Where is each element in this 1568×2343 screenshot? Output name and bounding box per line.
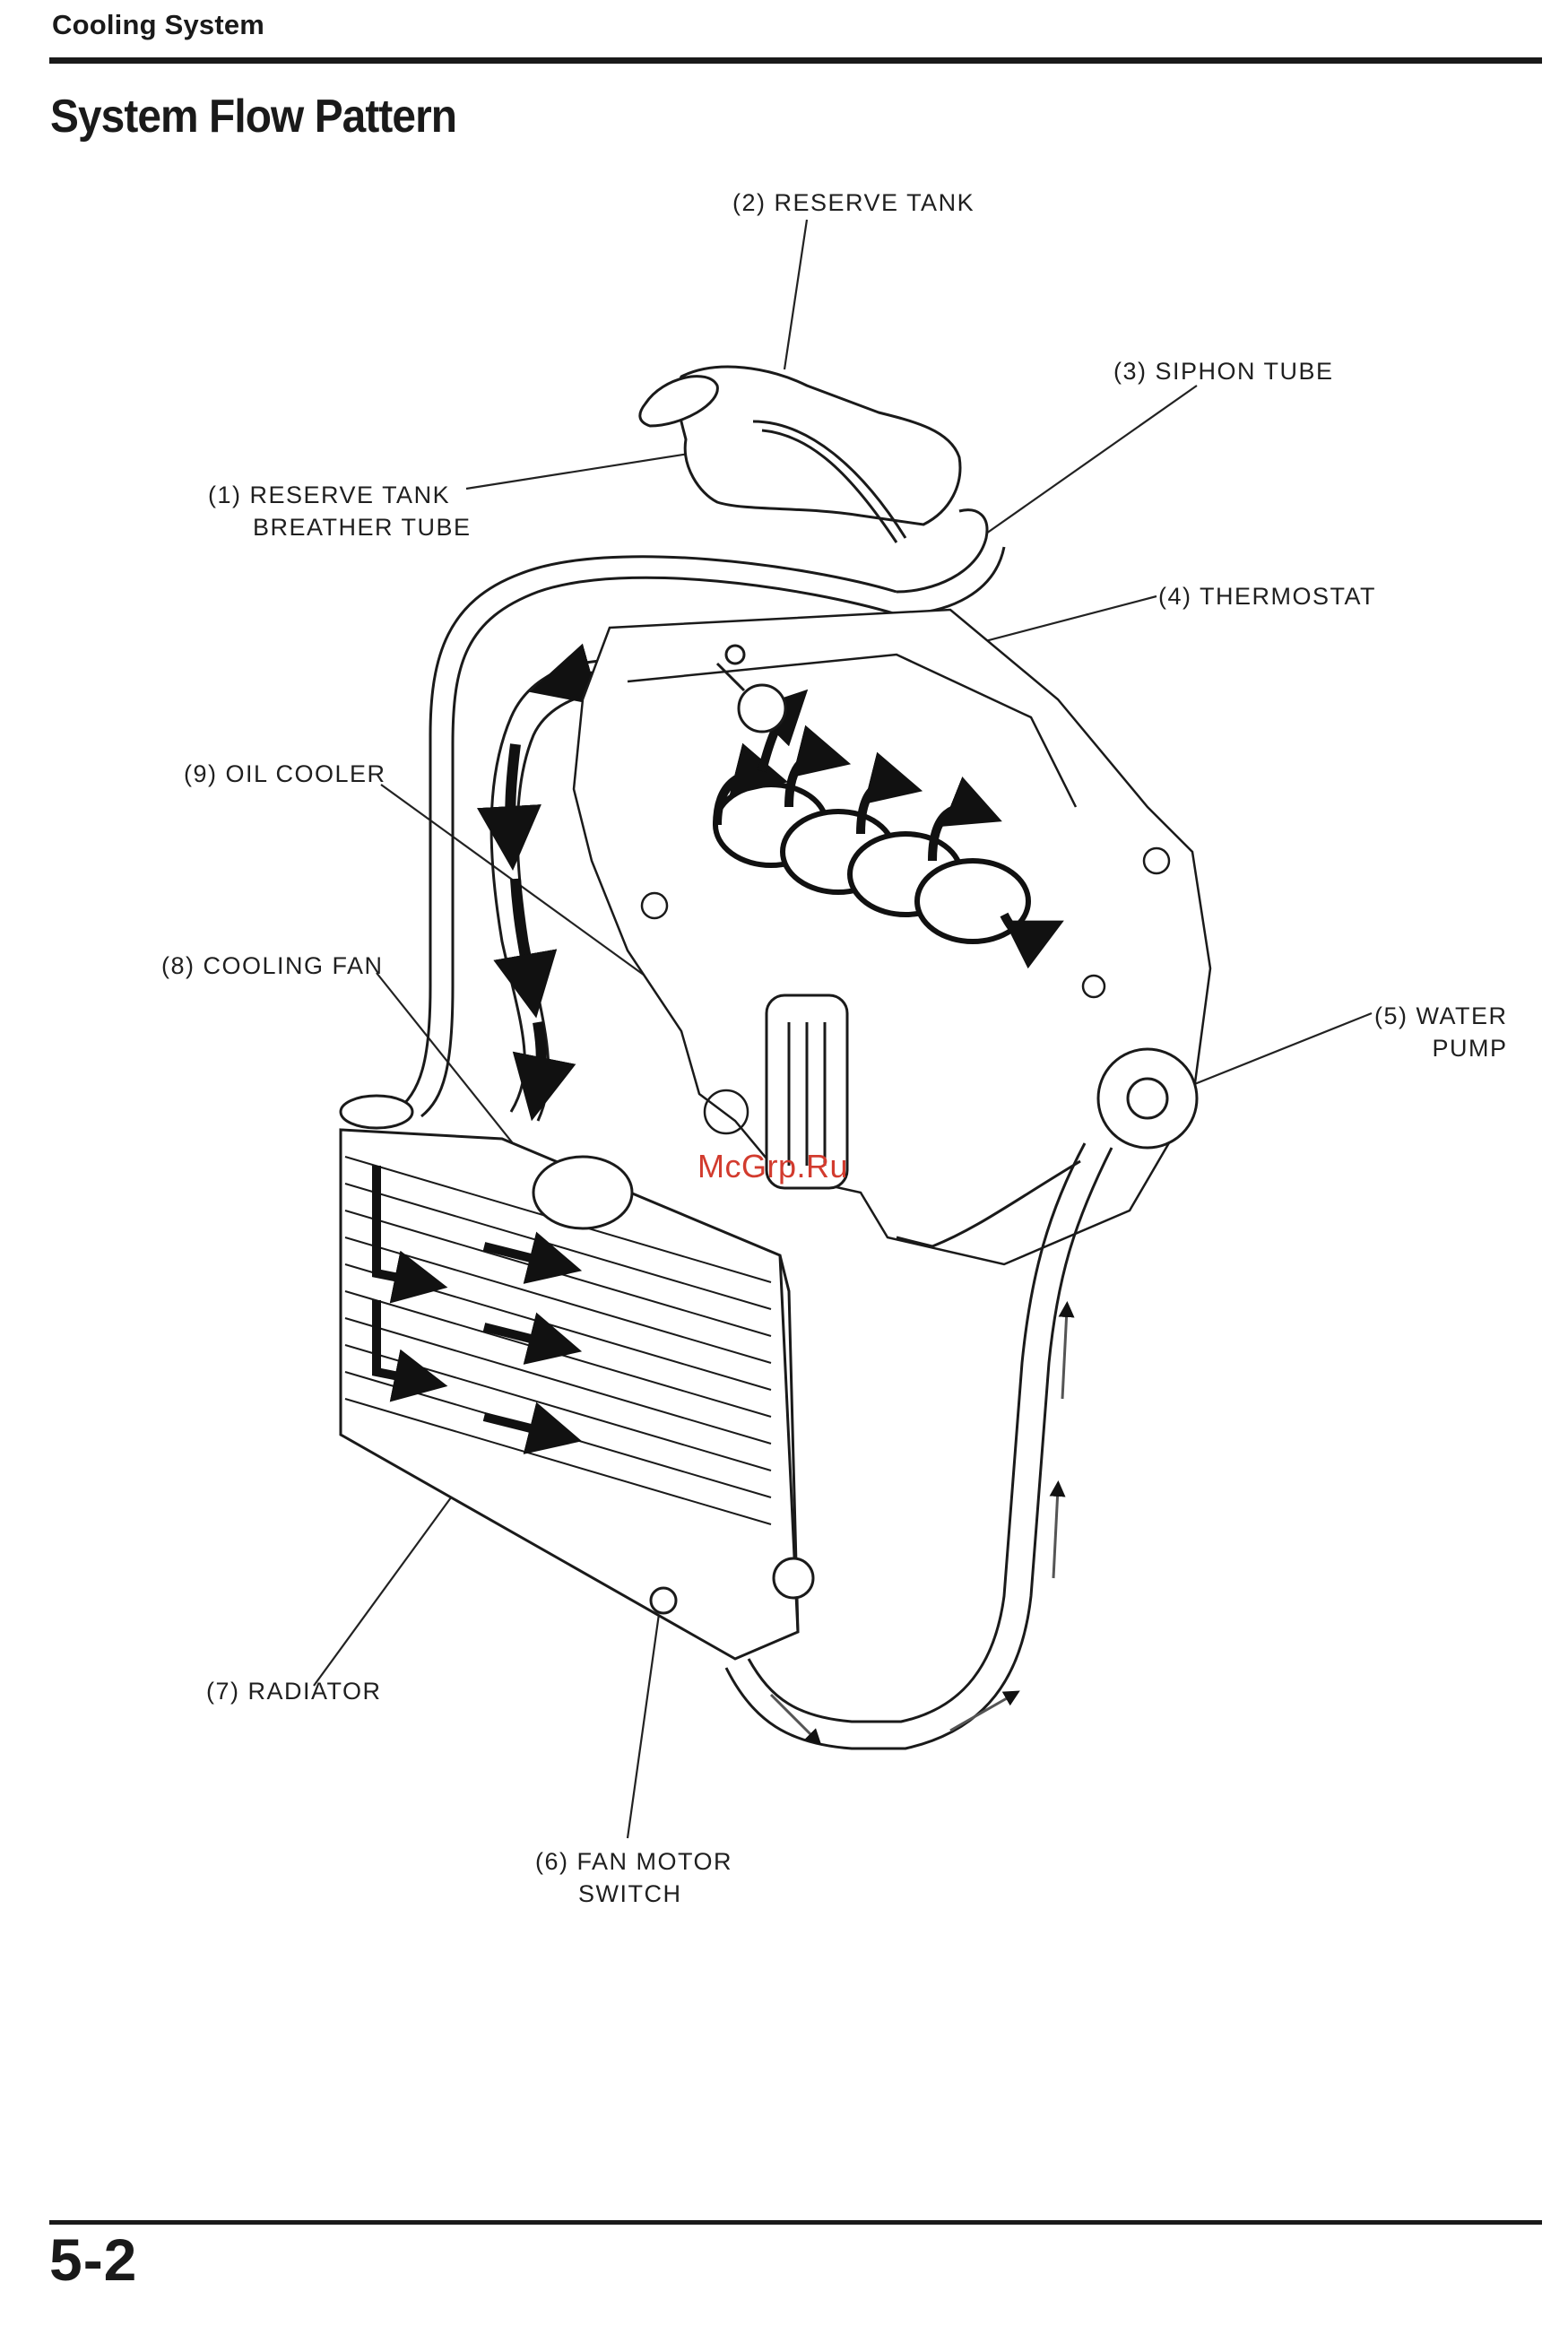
label-fan-motor-switch-line2: SWITCH <box>535 1878 732 1910</box>
page-number: 5-2 <box>49 2226 137 2294</box>
label-oil-cooler: (9) OIL COOLER <box>184 758 386 790</box>
engine-block <box>574 610 1210 1264</box>
label-breather-tube-line1: (1) RESERVE TANK <box>208 479 472 511</box>
label-thermostat: (4) THERMOSTAT <box>1158 580 1376 612</box>
reserve-tank-shape <box>640 367 960 542</box>
watermark: McGrp.Ru <box>697 1148 848 1185</box>
label-cooling-fan: (8) COOLING FAN <box>161 950 384 982</box>
footer-rule <box>49 2220 1542 2225</box>
water-pump-shape <box>1098 1049 1197 1148</box>
label-reserve-tank: (2) RESERVE TANK <box>732 187 975 219</box>
label-water-pump: (5) WATER PUMP <box>1374 1000 1508 1064</box>
label-breather-tube-line2: BREATHER TUBE <box>208 511 472 543</box>
label-radiator: (7) RADIATOR <box>206 1675 382 1707</box>
label-fan-motor-switch: (6) FAN MOTOR SWITCH <box>535 1845 732 1910</box>
label-water-pump-line2: PUMP <box>1374 1032 1508 1064</box>
label-water-pump-line1: (5) WATER <box>1374 1000 1508 1032</box>
label-breather-tube: (1) RESERVE TANK BREATHER TUBE <box>208 479 472 543</box>
label-fan-motor-switch-line1: (6) FAN MOTOR <box>535 1845 732 1878</box>
label-siphon-tube: (3) SIPHON TUBE <box>1113 355 1334 387</box>
